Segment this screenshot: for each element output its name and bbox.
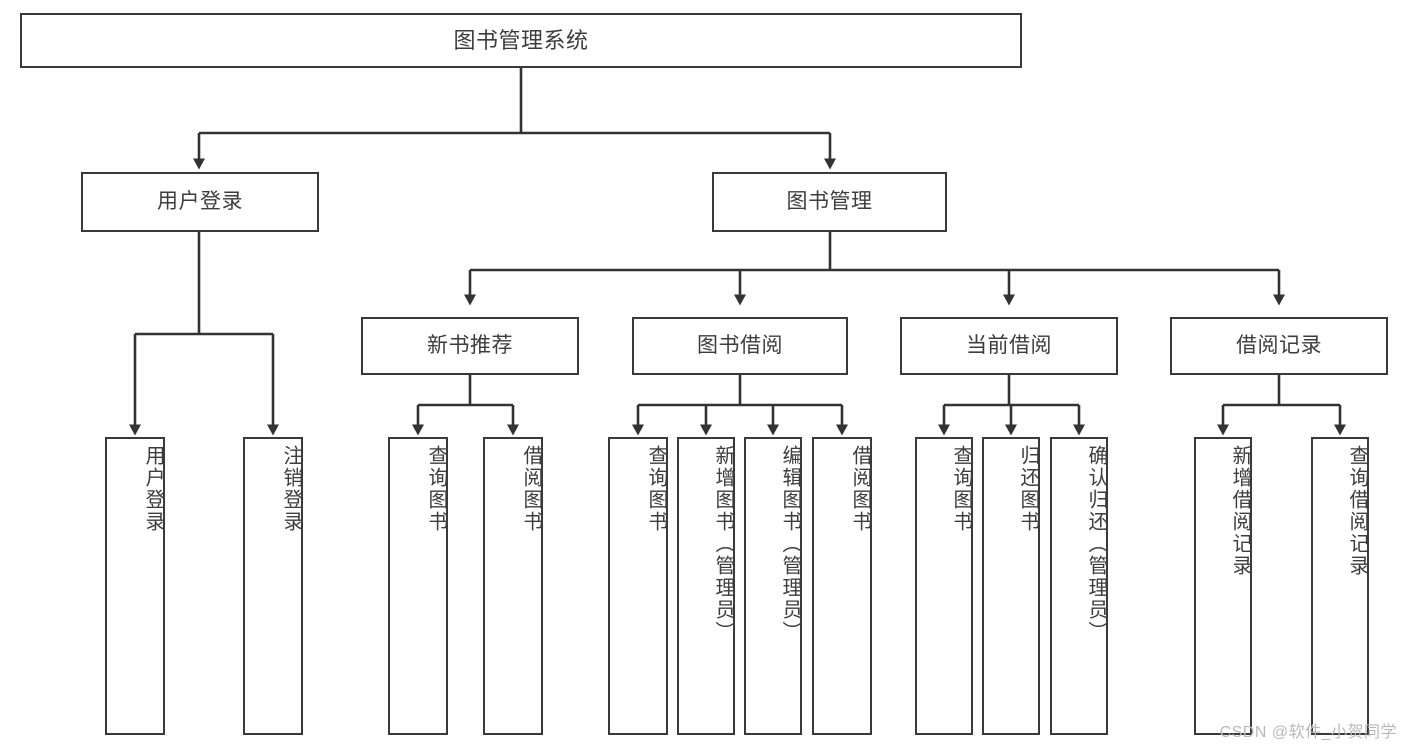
node-label: 查询图书 xyxy=(645,445,667,533)
node-label: 借阅图书 xyxy=(520,445,542,533)
node-label: 查询借阅记录 xyxy=(1346,445,1368,577)
node-leaf-add-record[interactable]: 新增借阅记录 xyxy=(1194,437,1252,735)
node-leaf-edit-book[interactable]: 编辑图书（管理员） xyxy=(744,437,802,735)
node-leaf-confirm-return[interactable]: 确认归还（管理员） xyxy=(1050,437,1108,735)
node-current-borrow[interactable]: 当前借阅 xyxy=(900,317,1118,375)
node-label: 借阅记录 xyxy=(1236,333,1322,357)
node-leaf-return-book[interactable]: 归还图书 xyxy=(982,437,1040,735)
node-root-book-management-system[interactable]: 图书管理系统 xyxy=(20,13,1022,68)
node-book-borrow[interactable]: 图书借阅 xyxy=(632,317,848,375)
node-label: 查询图书 xyxy=(425,445,447,533)
node-leaf-query-book-2[interactable]: 查询图书 xyxy=(608,437,668,735)
node-leaf-logout[interactable]: 注销登录 xyxy=(243,437,303,735)
node-label: 用户登录 xyxy=(142,445,164,533)
node-user-login[interactable]: 用户登录 xyxy=(81,172,319,232)
node-leaf-query-book-3[interactable]: 查询图书 xyxy=(915,437,973,735)
node-label: 当前借阅 xyxy=(966,333,1052,357)
node-leaf-query-book-1[interactable]: 查询图书 xyxy=(388,437,448,735)
node-label: 新书推荐 xyxy=(427,333,513,357)
node-label: 图书借阅 xyxy=(697,333,783,357)
node-leaf-query-record[interactable]: 查询借阅记录 xyxy=(1311,437,1369,735)
node-book-manage[interactable]: 图书管理 xyxy=(712,172,947,232)
node-label: 新增借阅记录 xyxy=(1229,445,1251,577)
node-leaf-borrow-book-1[interactable]: 借阅图书 xyxy=(483,437,543,735)
node-label: 归还图书 xyxy=(1017,445,1039,533)
node-label: 用户登录 xyxy=(157,189,243,213)
node-leaf-user-login[interactable]: 用户登录 xyxy=(105,437,165,735)
node-label: 注销登录 xyxy=(280,445,302,533)
node-label: 图书管理系统 xyxy=(453,27,589,53)
node-new-book-recommend[interactable]: 新书推荐 xyxy=(361,317,579,375)
watermark: CSDN @软件_小贺同学 xyxy=(1219,724,1397,741)
node-leaf-borrow-book-2[interactable]: 借阅图书 xyxy=(812,437,872,735)
node-label: 图书管理 xyxy=(786,189,873,213)
node-label: 新增图书（管理员） xyxy=(712,445,734,643)
node-borrow-record[interactable]: 借阅记录 xyxy=(1170,317,1388,375)
node-label: 查询图书 xyxy=(950,445,972,533)
node-label: 编辑图书（管理员） xyxy=(779,445,801,643)
node-label: 借阅图书 xyxy=(849,445,871,533)
node-label: 确认归还（管理员） xyxy=(1085,445,1107,643)
node-leaf-add-book[interactable]: 新增图书（管理员） xyxy=(677,437,735,735)
